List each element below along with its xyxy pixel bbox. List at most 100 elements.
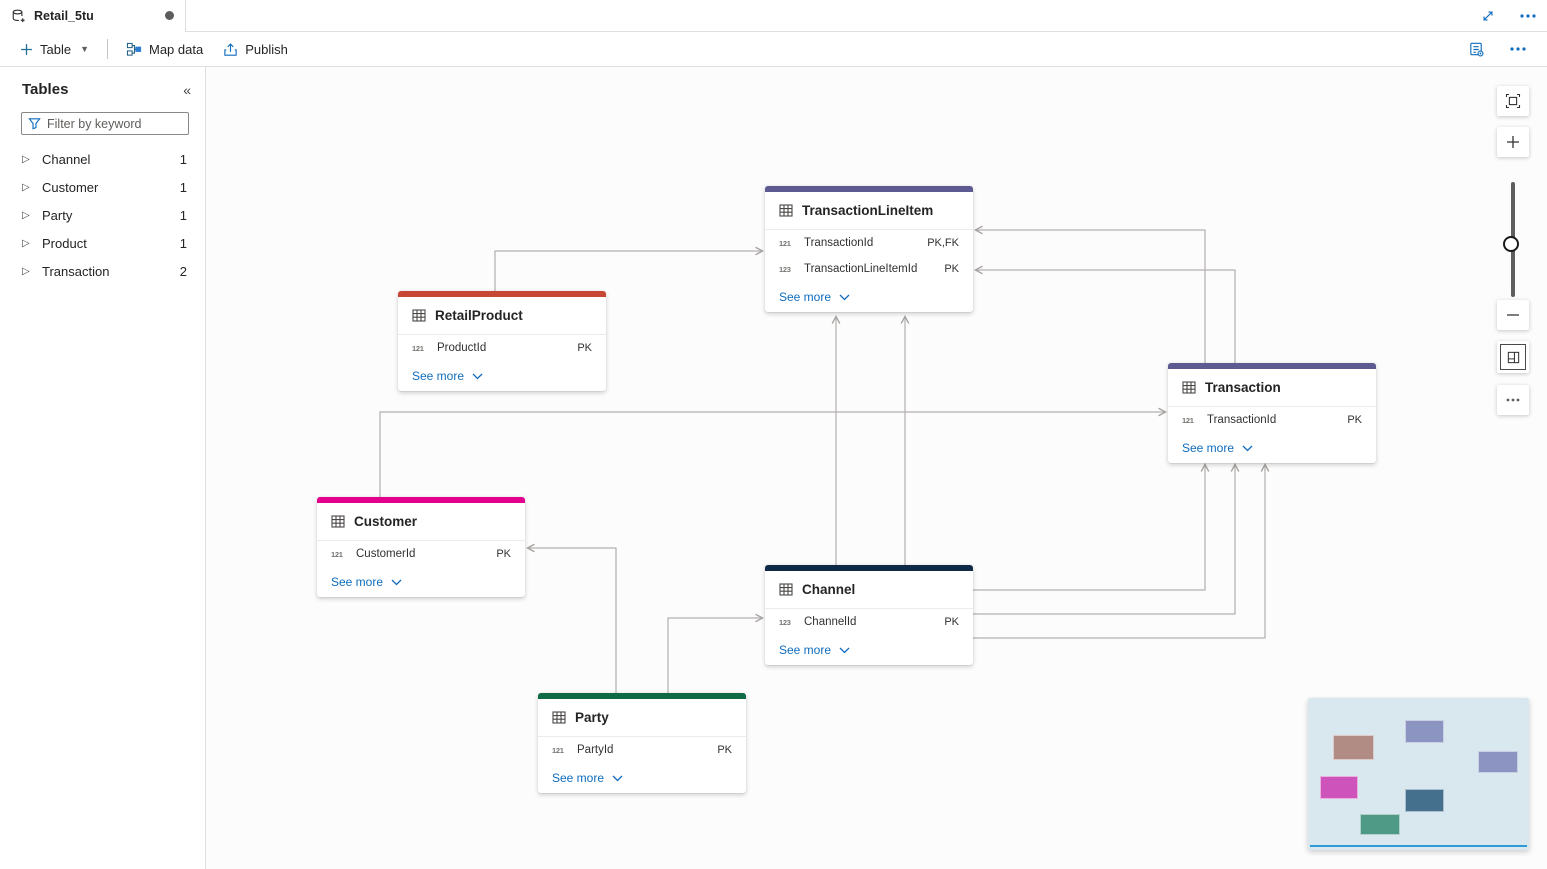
publish-button[interactable]: Publish — [217, 36, 294, 62]
zoom-slider-knob[interactable] — [1503, 236, 1519, 252]
field-key-badge: PK — [717, 744, 732, 756]
see-more-label: See more — [412, 369, 465, 383]
entity-name: Channel — [802, 582, 856, 597]
sidebar-item-customer[interactable]: ▷ Customer 1 — [0, 173, 205, 201]
field-name: CustomerId — [356, 548, 416, 560]
properties-pane-icon[interactable] — [1465, 38, 1487, 60]
entity-name: RetailProduct — [435, 308, 523, 323]
table-group-count: 2 — [179, 263, 187, 279]
filter-input[interactable] — [47, 116, 177, 131]
minimap[interactable] — [1308, 698, 1529, 850]
relationship-transaction-to-transactionlineitem[interactable] — [973, 225, 1206, 363]
expand-view-icon[interactable] — [1477, 5, 1499, 27]
see-more-link[interactable]: See more — [317, 567, 525, 597]
chevron-down-icon — [839, 647, 850, 653]
field-key-badge: PK — [1347, 414, 1362, 426]
relationship-party-to-customer[interactable] — [525, 543, 617, 693]
zoom-out-button[interactable] — [1497, 300, 1529, 330]
table-group-label: Party — [42, 207, 73, 223]
command-bar: Table ▼ Map data Publish — [0, 32, 1547, 67]
table-grid-icon — [412, 309, 426, 322]
filter-box[interactable] — [21, 112, 189, 135]
minimap-rect-party — [1360, 814, 1400, 835]
see-more-link[interactable]: See more — [538, 763, 746, 793]
see-more-label: See more — [331, 575, 384, 589]
table-group-count: 1 — [179, 179, 187, 195]
toolbar-divider — [107, 39, 108, 59]
relationship-channel-to-transaction[interactable] — [973, 462, 1270, 639]
entity-name: Customer — [354, 514, 418, 529]
see-more-label: See more — [552, 771, 605, 785]
expand-chevron-icon[interactable]: ▷ — [22, 237, 30, 249]
field-name: TransactionId — [804, 237, 874, 249]
see-more-label: See more — [1182, 441, 1235, 455]
minimap-toggle-button[interactable] — [1497, 341, 1529, 373]
tab-retail-5tu[interactable]: Retail_5tu — [0, 0, 186, 32]
chevron-down-icon — [1242, 445, 1253, 451]
numeric-type-icon: 123 — [779, 264, 791, 274]
fit-to-screen-button[interactable] — [1497, 86, 1529, 116]
relationship-retailproduct-to-transactionlineitem[interactable] — [494, 246, 765, 295]
minimap-rect-transaction — [1478, 751, 1518, 773]
table-group-label: Channel — [42, 151, 91, 167]
expand-chevron-icon[interactable]: ▷ — [22, 265, 30, 277]
canvas-more-options-button[interactable] — [1497, 385, 1529, 415]
entity-header[interactable]: Channel — [765, 571, 973, 609]
expand-chevron-icon[interactable]: ▷ — [22, 181, 30, 193]
new-table-label: Table — [40, 41, 72, 57]
see-more-link[interactable]: See more — [765, 282, 973, 312]
toolbar-more-options-icon[interactable] — [1507, 38, 1529, 60]
field-name: PartyId — [577, 744, 614, 756]
chevron-down-icon — [839, 294, 850, 300]
entity-header[interactable]: Transaction — [1168, 369, 1376, 407]
expand-chevron-icon[interactable]: ▷ — [22, 209, 30, 221]
tab-title: Retail_5tu — [34, 9, 94, 23]
numeric-type-icon: 121 — [331, 549, 343, 559]
new-table-button[interactable]: Table ▼ — [14, 36, 95, 62]
see-more-link[interactable]: See more — [765, 635, 973, 665]
map-data-button[interactable]: Map data — [120, 36, 209, 62]
relationship-transaction-to-transactionlineitem[interactable] — [973, 265, 1236, 363]
relationship-channel-to-transaction[interactable] — [973, 462, 1240, 615]
table-group-label: Customer — [42, 179, 99, 195]
see-more-link[interactable]: See more — [398, 361, 606, 391]
entity-header[interactable]: TransactionLineItem — [765, 192, 973, 230]
plus-icon — [21, 43, 32, 55]
field-key-badge: PK — [577, 342, 592, 354]
expand-chevron-icon[interactable]: ▷ — [22, 153, 30, 165]
entity-header[interactable]: Party — [538, 699, 746, 737]
relationship-customer-to-transaction[interactable] — [379, 407, 1168, 497]
publish-icon — [224, 42, 237, 56]
tab-more-options-icon[interactable] — [1517, 5, 1539, 27]
chevron-down-icon — [472, 373, 483, 379]
collapse-sidebar-icon[interactable]: « — [183, 81, 191, 98]
entity-header[interactable]: RetailProduct — [398, 297, 606, 335]
numeric-type-icon: 121 — [779, 238, 791, 248]
relationship-channel-to-transaction[interactable] — [973, 462, 1210, 591]
zoom-in-button[interactable] — [1497, 127, 1529, 157]
see-more-link[interactable]: See more — [1168, 433, 1376, 463]
relationship-party-to-channel[interactable] — [667, 613, 765, 693]
chevron-down-icon — [391, 579, 402, 585]
entity-header[interactable]: Customer — [317, 503, 525, 541]
map-data-label: Map data — [149, 41, 204, 57]
